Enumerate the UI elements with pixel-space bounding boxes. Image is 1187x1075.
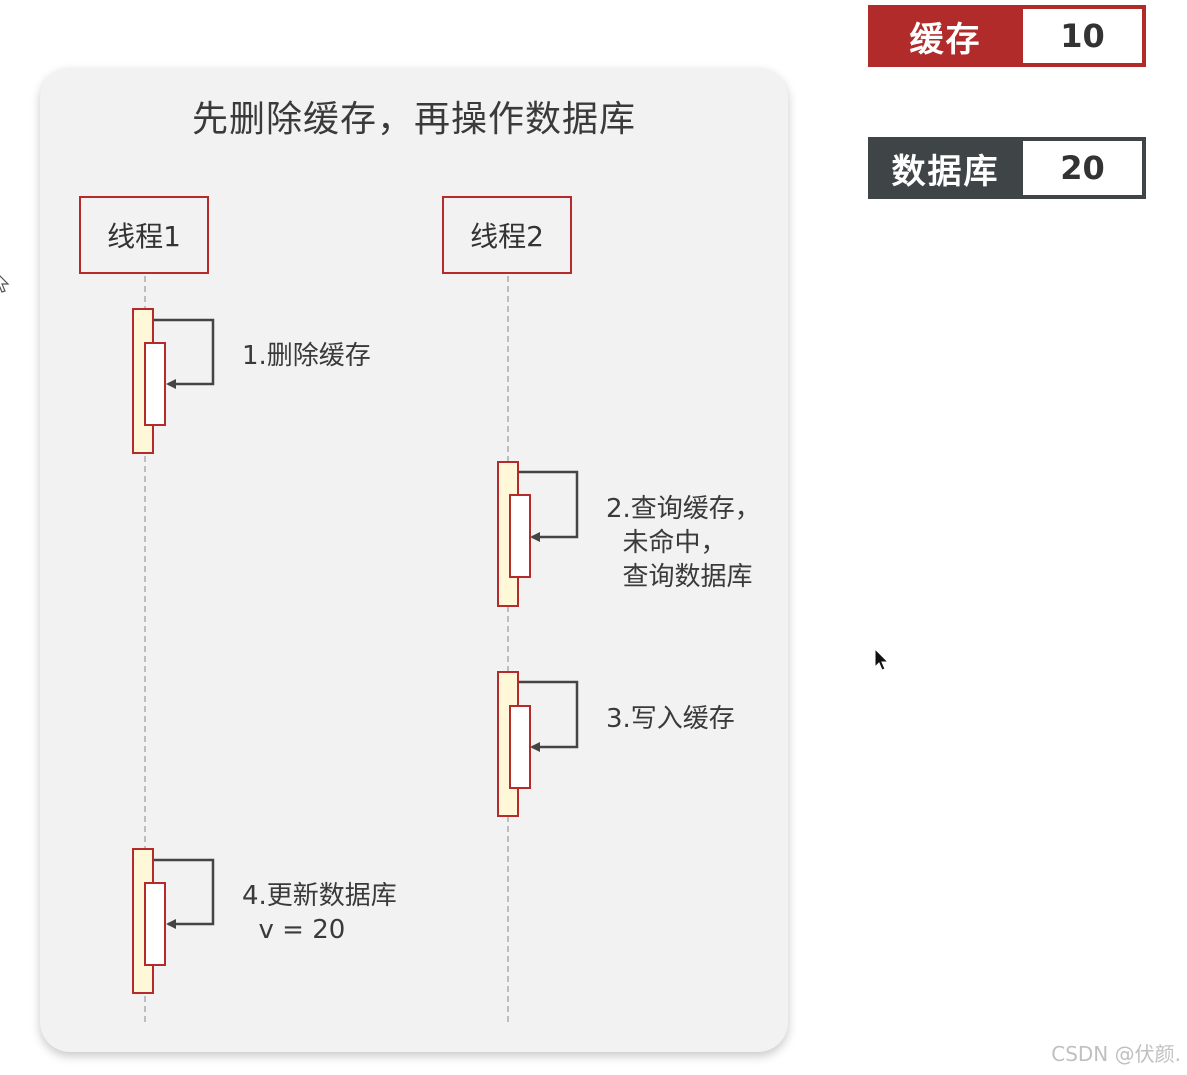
thread-2-box: 线程2 (442, 196, 572, 274)
thread-2-lifeline (507, 276, 509, 1022)
step-3-label: 3.写入缓存 (606, 704, 735, 734)
cache-value-box: 缓存 10 (868, 5, 1146, 67)
step-4-label: 4.更新数据库 v = 20 (242, 881, 397, 945)
step-2-inner-activation (509, 494, 531, 578)
cache-value: 10 (1023, 5, 1146, 67)
thread-1-box: 线程1 (79, 196, 209, 274)
step-3-inner-activation (509, 705, 531, 789)
database-value: 20 (1023, 137, 1146, 199)
database-key-label: 数据库 (868, 137, 1023, 199)
thread-1-label: 线程1 (107, 220, 181, 253)
database-value-box: 数据库 20 (868, 137, 1146, 199)
thread-1-lifeline (144, 276, 146, 1022)
mouse-pointer-outline-icon (0, 275, 10, 293)
step-1-inner-activation (144, 342, 166, 426)
step-2-label: 2.查询缓存， 未命中， 查询数据库 (606, 494, 761, 592)
step-1-label: 1.删除缓存 (242, 341, 371, 371)
watermark: CSDN @伏颜. (1051, 1042, 1181, 1066)
cache-key-label: 缓存 (868, 5, 1023, 67)
mouse-pointer-icon (874, 648, 890, 671)
step-4-inner-activation (144, 882, 166, 966)
diagram-title: 先删除缓存，再操作数据库 (191, 99, 636, 140)
thread-2-label: 线程2 (470, 220, 544, 253)
